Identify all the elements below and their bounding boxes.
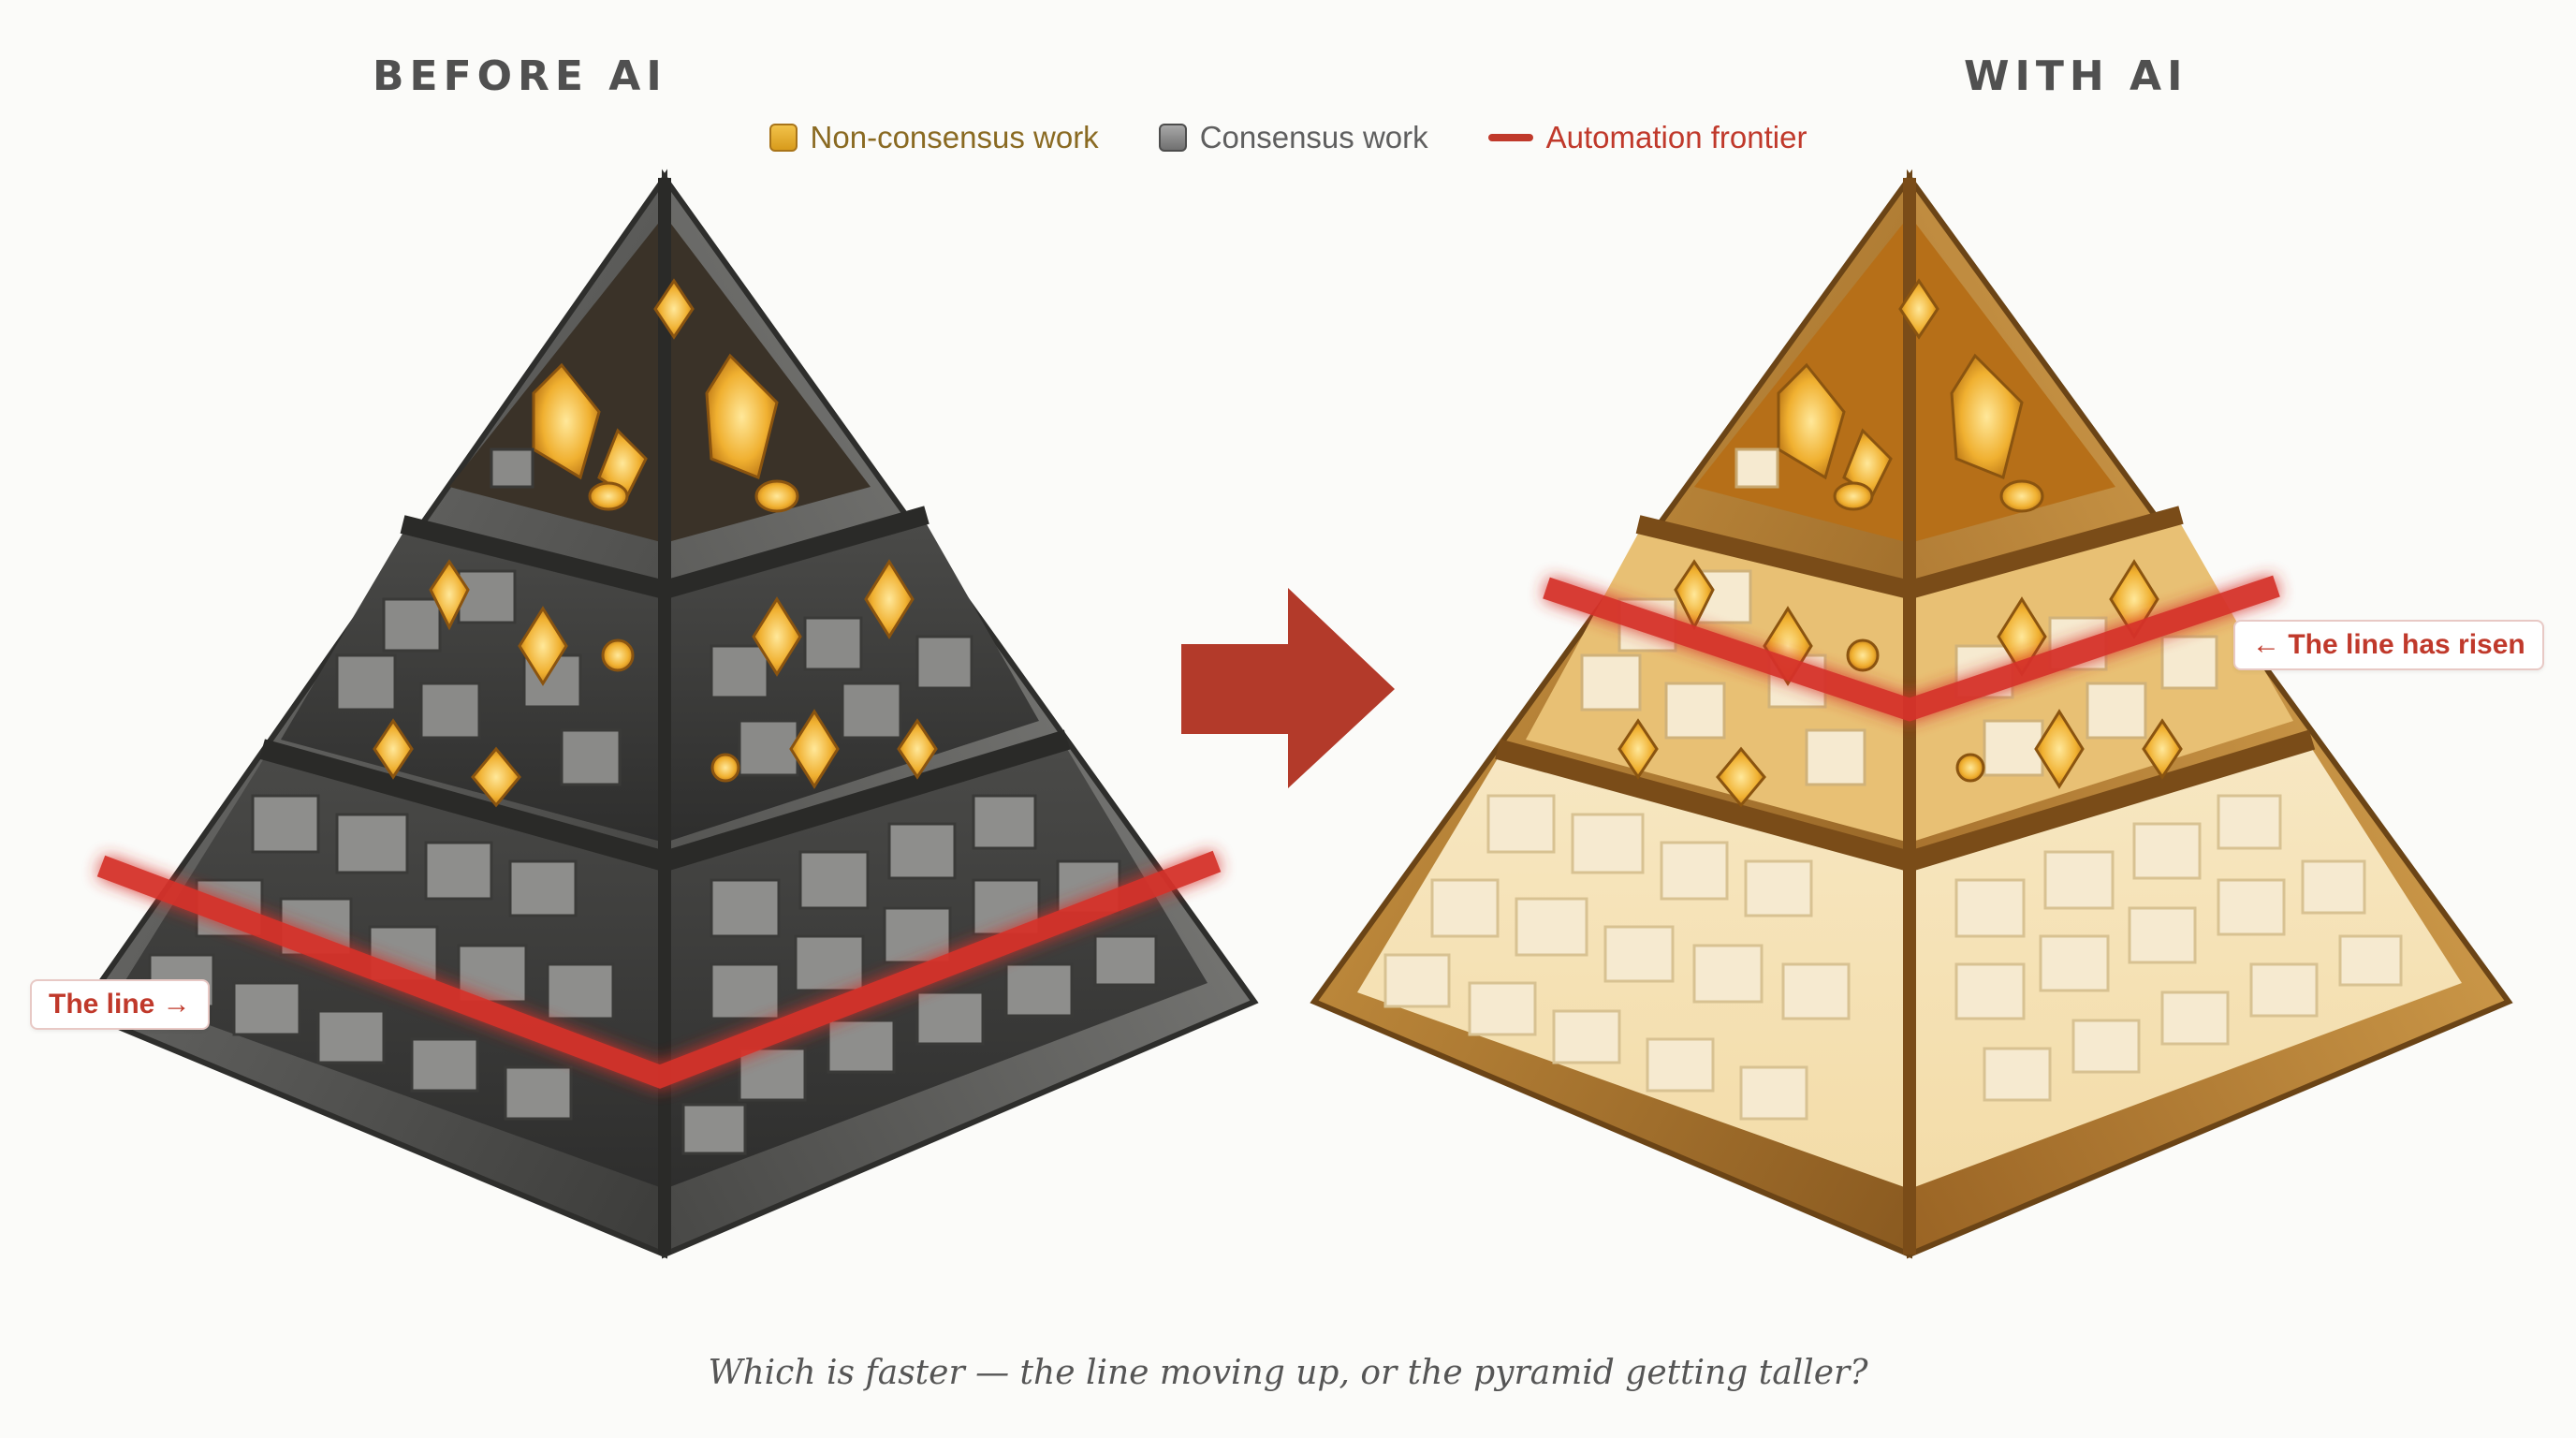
- right-arrow-icon: [1181, 588, 1395, 788]
- with-ai-pyramid: [1314, 178, 2509, 1255]
- caption: Which is faster — the line moving up, or…: [0, 1354, 2576, 1392]
- before-pyramid: [80, 178, 1254, 1255]
- callout-the-line: The line →: [30, 979, 210, 1030]
- callout-line-has-risen: ← The line has risen: [2233, 620, 2544, 670]
